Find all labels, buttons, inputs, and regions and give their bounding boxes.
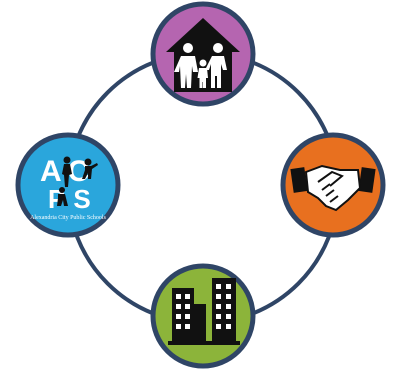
org-name: Alexandria City Public Schools xyxy=(30,215,106,221)
handshake-icon xyxy=(290,164,376,212)
acps-logo: AC PS Alexandria City Public Schools xyxy=(30,155,106,221)
community-node xyxy=(150,263,256,369)
family-node xyxy=(150,1,256,107)
city-buildings-icon xyxy=(168,278,240,345)
family-house-icon xyxy=(166,18,240,92)
school-node: AC PS Alexandria City Public Schools xyxy=(15,132,121,238)
partnership-node xyxy=(280,132,386,238)
logo-letters-bottom: PS xyxy=(48,184,99,214)
student-silhouettes xyxy=(57,156,98,206)
